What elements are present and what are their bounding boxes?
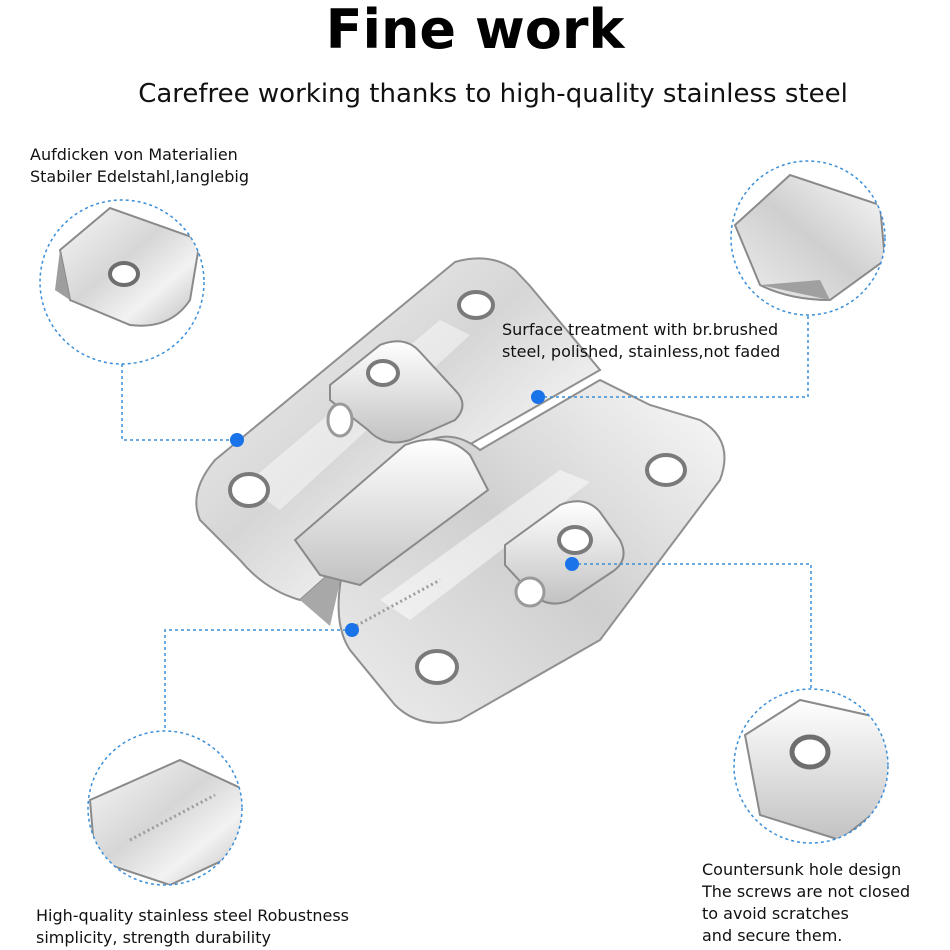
callout-line: Surface treatment with br.brushed [502,320,779,339]
callout-dot-icon [345,623,359,637]
callout-line: The screws are not closed [702,882,911,901]
leader-line-top-right [538,315,809,398]
screw-hole-icon [557,525,593,555]
callout-line: Aufdicken von Materialien [30,145,238,164]
callout-text-robustness: High-quality stainless steel Robustness … [36,905,349,949]
zoom-circle-bottom-right [733,688,889,844]
callout-dot-icon [230,433,244,447]
bracket-hook-tongue [293,438,490,587]
zoom-circle-top-left [39,199,205,365]
leader-line-bottom-left [164,629,352,731]
callout-line: to avoid scratches [702,904,849,923]
callout-text-material-thickness: Aufdicken von Materialien Stabiler Edels… [30,144,249,188]
callout-dot-icon [565,557,579,571]
leader-line-top-left [121,364,237,441]
slot-opening-icon [514,576,546,608]
screw-holes [228,290,687,685]
callout-line: Countersunk hole design [702,860,902,879]
callout-line: and secure them. [702,926,843,945]
screw-hole-icon [457,290,495,320]
callout-line: Stabiler Edelstahl,langlebig [30,167,250,186]
callout-text-surface-treatment: Surface treatment with br.brushed steel,… [502,319,780,363]
page-subtitle: Carefree working thanks to high-quality … [138,79,848,109]
zoom-circle-bottom-left [87,730,243,886]
page-title: Fine work [325,0,625,61]
screw-hole-icon [645,453,687,487]
screw-hole-icon [415,649,459,685]
slot-opening-icon [326,402,354,438]
callout-dots [230,390,579,637]
callout-line: simplicity, strength durability [36,928,271,947]
callout-dot-icon [531,390,545,404]
leader-lines [121,315,812,731]
leader-line-bottom-right [572,563,812,689]
zoom-circle-top-right [730,160,886,316]
callout-line: steel, polished, stainless,not faded [502,342,781,361]
callout-line: High-quality stainless steel Robustness [36,906,349,925]
screw-hole-icon [228,472,270,508]
screw-hole-icon [366,359,400,387]
bracket-upper-tab [329,340,464,444]
callout-text-countersunk-hole: Countersunk hole design The screws are n… [702,859,910,947]
